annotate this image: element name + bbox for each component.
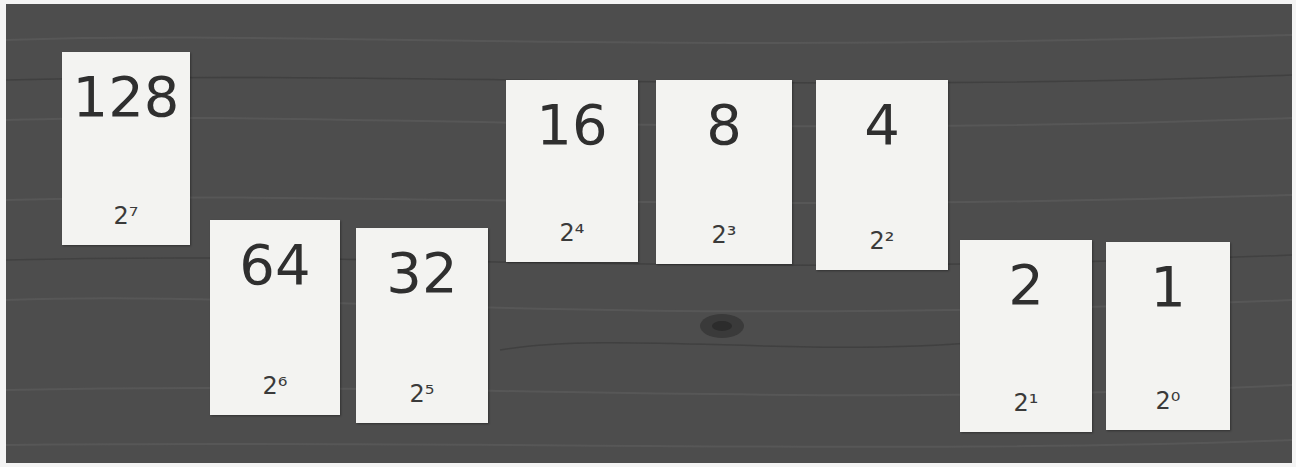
wood-knot-core (712, 321, 732, 331)
card-value: 16 (536, 94, 607, 156)
grain-line (6, 35, 1292, 43)
power-of-two: 2⁶ (263, 373, 288, 399)
grain-line (6, 255, 1292, 265)
card-value: 1 (1150, 256, 1186, 318)
card-value: 8 (706, 94, 742, 156)
wood-grain (6, 35, 1292, 447)
power-of-two: 2⁷ (114, 203, 139, 229)
card-value: 2 (1008, 254, 1044, 316)
card-value: 128 (73, 66, 180, 128)
grain-line (6, 118, 1292, 126)
grain-line (6, 75, 1292, 83)
grain-line (500, 340, 1000, 350)
number-card: 64 2⁶ (210, 220, 340, 415)
board-surface (6, 4, 1292, 463)
wood-grain-dark (6, 75, 1292, 350)
power-of-two: 2³ (712, 222, 737, 248)
number-card: 128 2⁷ (62, 52, 190, 245)
number-card: 2 2¹ (960, 240, 1092, 432)
card-value: 4 (864, 94, 900, 156)
card-value: 64 (239, 234, 310, 296)
number-card: 4 2² (816, 80, 948, 270)
power-of-two: 2⁴ (560, 220, 585, 246)
card-value: 32 (386, 242, 457, 304)
power-of-two: 2⁰ (1156, 388, 1181, 414)
grain-line (6, 195, 1292, 203)
power-of-two: 2¹ (1014, 390, 1039, 416)
number-card: 8 2³ (656, 80, 792, 264)
grain-line (6, 298, 1292, 311)
power-of-two: 2⁵ (410, 381, 435, 407)
number-card: 16 2⁴ (506, 80, 638, 262)
power-of-two: 2² (870, 228, 895, 254)
grain-line (6, 440, 1292, 447)
number-card: 32 2⁵ (356, 228, 488, 423)
number-card: 1 2⁰ (1106, 242, 1230, 430)
wood-knot (700, 314, 744, 338)
grain-line (6, 385, 1292, 395)
